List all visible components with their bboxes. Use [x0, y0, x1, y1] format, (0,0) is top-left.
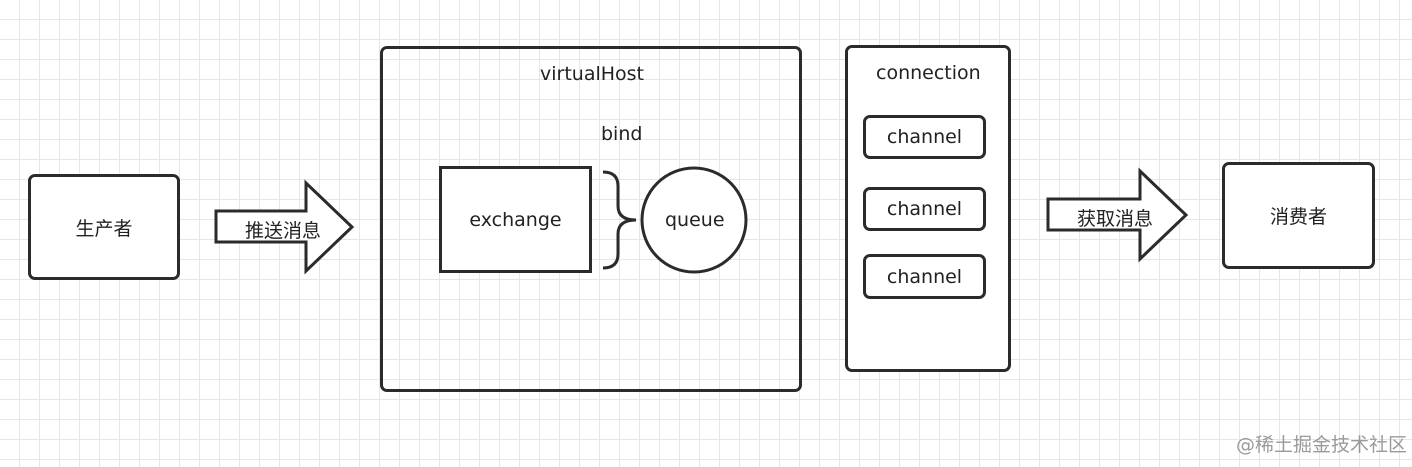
fetch-arrow-shape [1046, 167, 1189, 263]
bind-brace [602, 170, 637, 270]
channel-label: channel [886, 198, 963, 220]
channel-label: channel [886, 126, 963, 148]
connection-title: connection [876, 62, 981, 84]
queue-label: queue [665, 209, 725, 231]
push-arrow-shape [214, 179, 355, 275]
channel-node-3: channel [863, 254, 986, 299]
producer-node: 生产者 [28, 174, 180, 280]
watermark-text: @稀土掘金技术社区 [1236, 434, 1408, 456]
channel-node-1: channel [863, 115, 986, 159]
consumer-node: 消费者 [1222, 162, 1375, 269]
channel-label: channel [886, 265, 963, 288]
consumer-label: 消费者 [1269, 206, 1327, 228]
queue-circle [640, 166, 748, 274]
fetch-arrow-label: 获取消息 [1077, 208, 1154, 230]
bind-label: bind [601, 123, 643, 145]
exchange-label: exchange [469, 208, 562, 231]
virtual-host-title: virtualHost [540, 63, 645, 85]
virtual-host-container [380, 46, 802, 392]
producer-label: 生产者 [75, 217, 133, 240]
push-arrow-label: 推送消息 [245, 220, 322, 242]
channel-node-2: channel [863, 187, 986, 231]
exchange-node: exchange [439, 166, 592, 273]
